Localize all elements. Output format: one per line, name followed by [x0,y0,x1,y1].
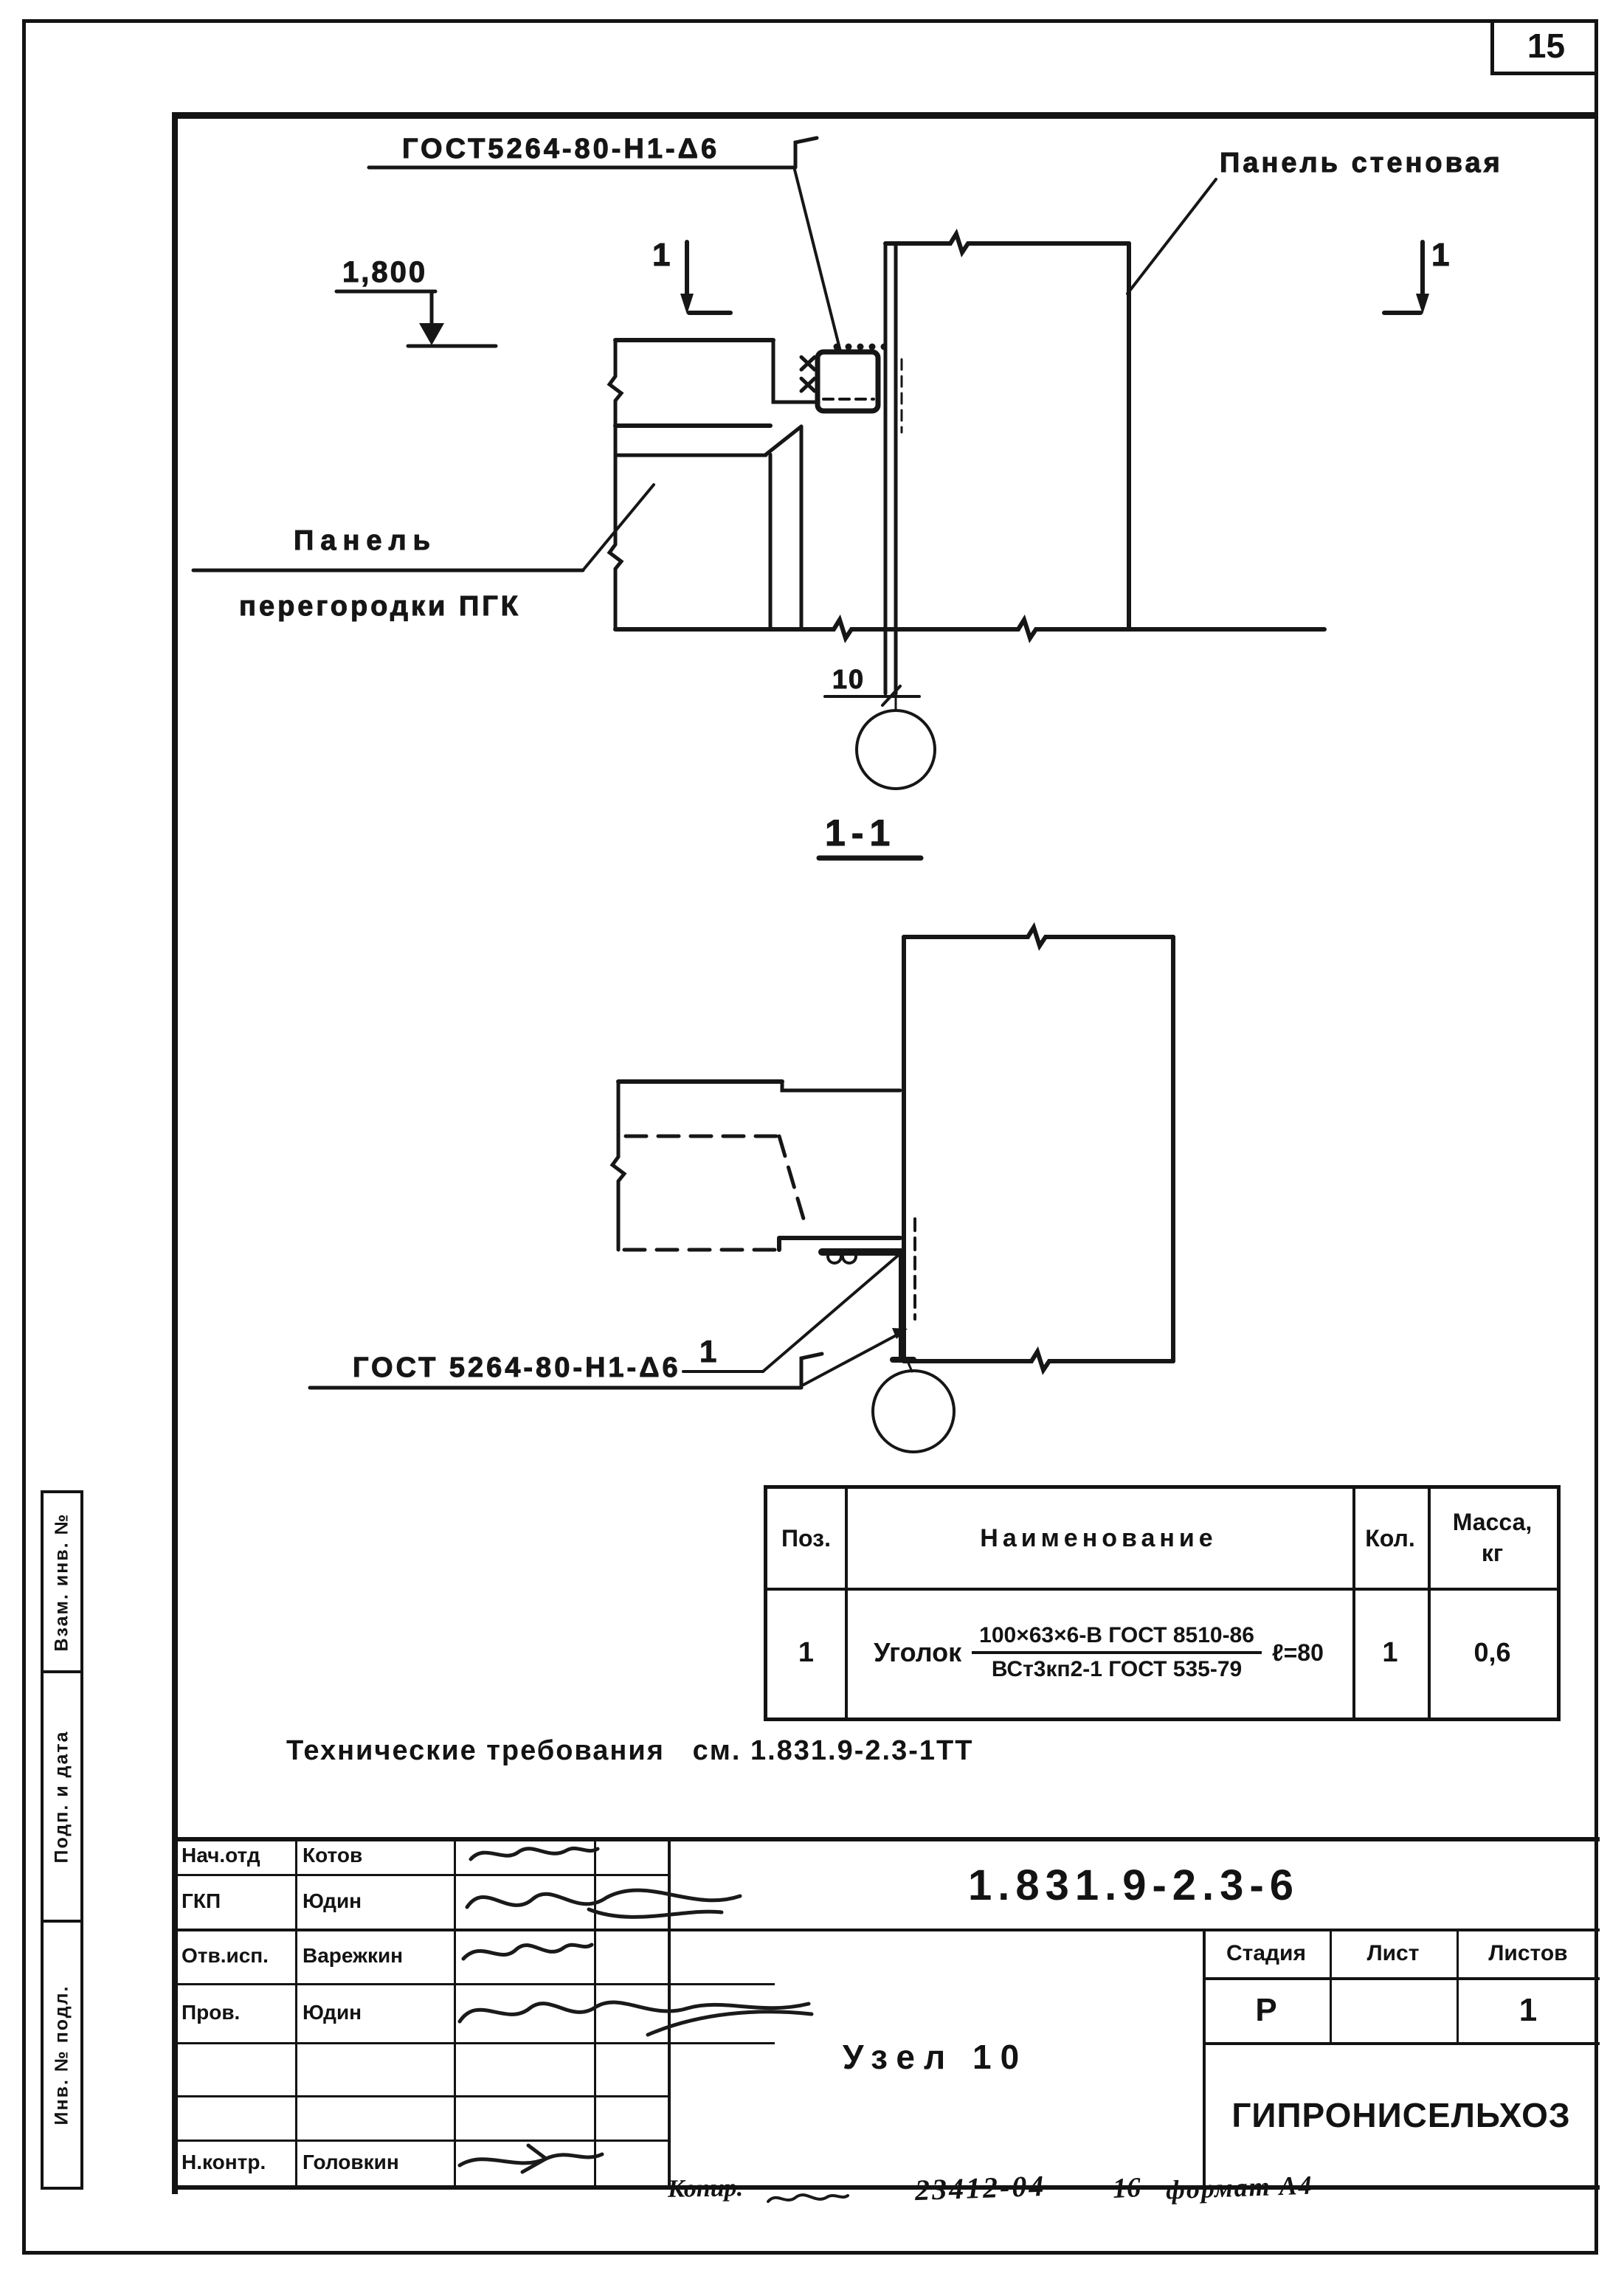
page-number: 15 [1527,26,1566,65]
role-executor: Отв.исп. [182,1944,269,1967]
sheet-header: Лист [1366,1941,1420,1965]
parts-table: Поз. Наименование Кол. Масса, кг 1 Уголо… [764,1485,1561,1721]
part-length: ℓ=80 [1271,1639,1324,1666]
footer-format: формат А4 [1165,2170,1314,2205]
role-checker: Пров. [182,2001,241,2024]
svg-text:1: 1 [652,237,670,273]
angle-bracket-section [818,1217,916,1363]
sheet-title: Узел 10 [842,2038,1029,2076]
fraction-numerator: 100×63×6-В ГОСТ 8510-86 [972,1623,1262,1654]
callout-balloon [855,709,936,790]
stage-value: Р [1255,1992,1277,2028]
signature [457,2152,604,2168]
section-mark-left: 1 [652,237,733,315]
weld-label-top-refline [367,136,819,170]
angle-bracket-plan [799,343,888,414]
svg-text:10: 10 [832,664,865,694]
frame-side-strip: Взам. инв. № Подп. и дата Инв. № подл. [41,1490,83,2190]
strip-cell-inv-podl: Инв. № подл. [51,1985,72,2125]
footer-copyist-scribble [767,2193,849,2203]
signatures-overlay [457,1846,814,2174]
col-header-name: Наименование [980,1523,1217,1552]
tech-requirements-note: Технические требования см. 1.831.9-2.3-1… [286,1735,974,1766]
title-block: Нач.отд Котов ГКП Юдин Отв.исп. Варежкин… [176,1837,1600,2190]
name-checker: Юдин [303,2001,362,2024]
signature [465,1888,742,1909]
elevation-mark-label: 1,800 [342,256,427,288]
footer-copy-label: Копир. [667,2174,744,2203]
position-callout: 1 [682,1253,900,1373]
callout-balloon [871,1369,956,1453]
organization-name: ГИПРОНИСЕЛЬХОЗ [1231,2096,1571,2134]
weld-label-top: ГОСТ5264-80-Н1-Δ6 [402,134,719,165]
role-dept-head: Нач.отд [182,1844,260,1867]
sheets-value: 1 [1518,1992,1538,2028]
wall-panel-label: Панель стеновая [1220,148,1503,179]
bottom-break-line [613,614,1327,643]
row-mass: 0,6 [1473,1637,1511,1667]
role-gkp: ГКП [182,1889,221,1912]
elevation-mark-lines [334,289,438,325]
strip-cell-podp-data: Подп. и дата [44,1673,80,1923]
signature [520,2143,548,2174]
name-norm-control: Головкин [303,2151,399,2173]
footer-copy-count: 16 [1111,2172,1142,2204]
col-header-pos: Поз. [781,1524,831,1552]
partition-panel-plan [607,338,820,632]
row-name: Уголок 100×63×6-В ГОСТ 8510-86 ВСт3кп2-1… [845,1588,1352,1718]
upper-view: ГОСТ5264-80-Н1-Δ6 1,800 1 1 [191,134,1503,861]
svg-text:1: 1 [1431,237,1449,273]
row-qty: 1 [1382,1636,1398,1668]
section-mark-right: 1 [1382,237,1450,315]
name-gkp: Юдин [303,1889,362,1912]
frame-left-rule [172,112,178,2194]
row-pos: 1 [798,1636,815,1668]
signature [457,2000,811,2024]
weld-section-dot [841,1248,857,1265]
partition-label-line1: Панель [294,525,437,556]
gap-dimension: 10 [823,664,921,707]
name-dept-head: Котов [303,1844,363,1867]
part-name: Уголок [874,1637,962,1667]
sheets-header: Листов [1488,1941,1568,1965]
wall-panel-section [902,921,1175,1375]
weld-label-bottom-refline [308,1352,824,1390]
partition-label-line2: перегородки ПГК [239,591,521,622]
page-border [22,19,1598,2255]
svg-text:1: 1 [699,1334,716,1369]
elevation-arrow [419,323,444,345]
strip-cell-zam-inv: Взам. инв. № [44,1493,80,1673]
wall-panel-leader [1126,178,1217,295]
role-norm-control: Н.контр. [182,2151,266,2173]
leader-arrowhead [892,1328,908,1339]
signature [461,1943,594,1961]
steel-fraction: 100×63×6-В ГОСТ 8510-86 ВСт3кп2-1 ГОСТ 5… [972,1623,1262,1682]
weld-label-bottom-leader [802,1331,903,1386]
weld-label-top-leader [793,168,849,379]
weld-seam-dots [833,343,888,350]
footer-doc-number: 23412-04 [914,2168,1047,2207]
page-number-box: 15 [1490,19,1598,75]
signature [587,1907,724,1919]
signature [469,1846,600,1861]
col-header-qty: Кол. [1365,1524,1415,1552]
signature [646,2010,814,2037]
partition-label-leader [581,483,655,572]
wall-panel-plan [883,228,1131,696]
stage-header: Стадия [1226,1941,1307,1965]
section-title: 1-1 [825,812,896,854]
partition-panel-section [609,1079,902,1252]
document-number: 1.831.9-2.3-6 [967,1861,1300,1909]
frame-top-rule [172,112,1598,119]
section-view: 1 ГОСТ 5264-80-Н1-Δ6 [308,921,1175,1453]
fraction-denominator: ВСт3кп2-1 ГОСТ 535-79 [991,1657,1243,1681]
weld-label-bottom: ГОСТ 5264-80-Н1-Δ6 [353,1352,681,1383]
col-header-mass: Масса, кг [1452,1509,1533,1566]
name-executor: Варежкин [303,1944,404,1967]
weld-x-marks [799,355,817,393]
